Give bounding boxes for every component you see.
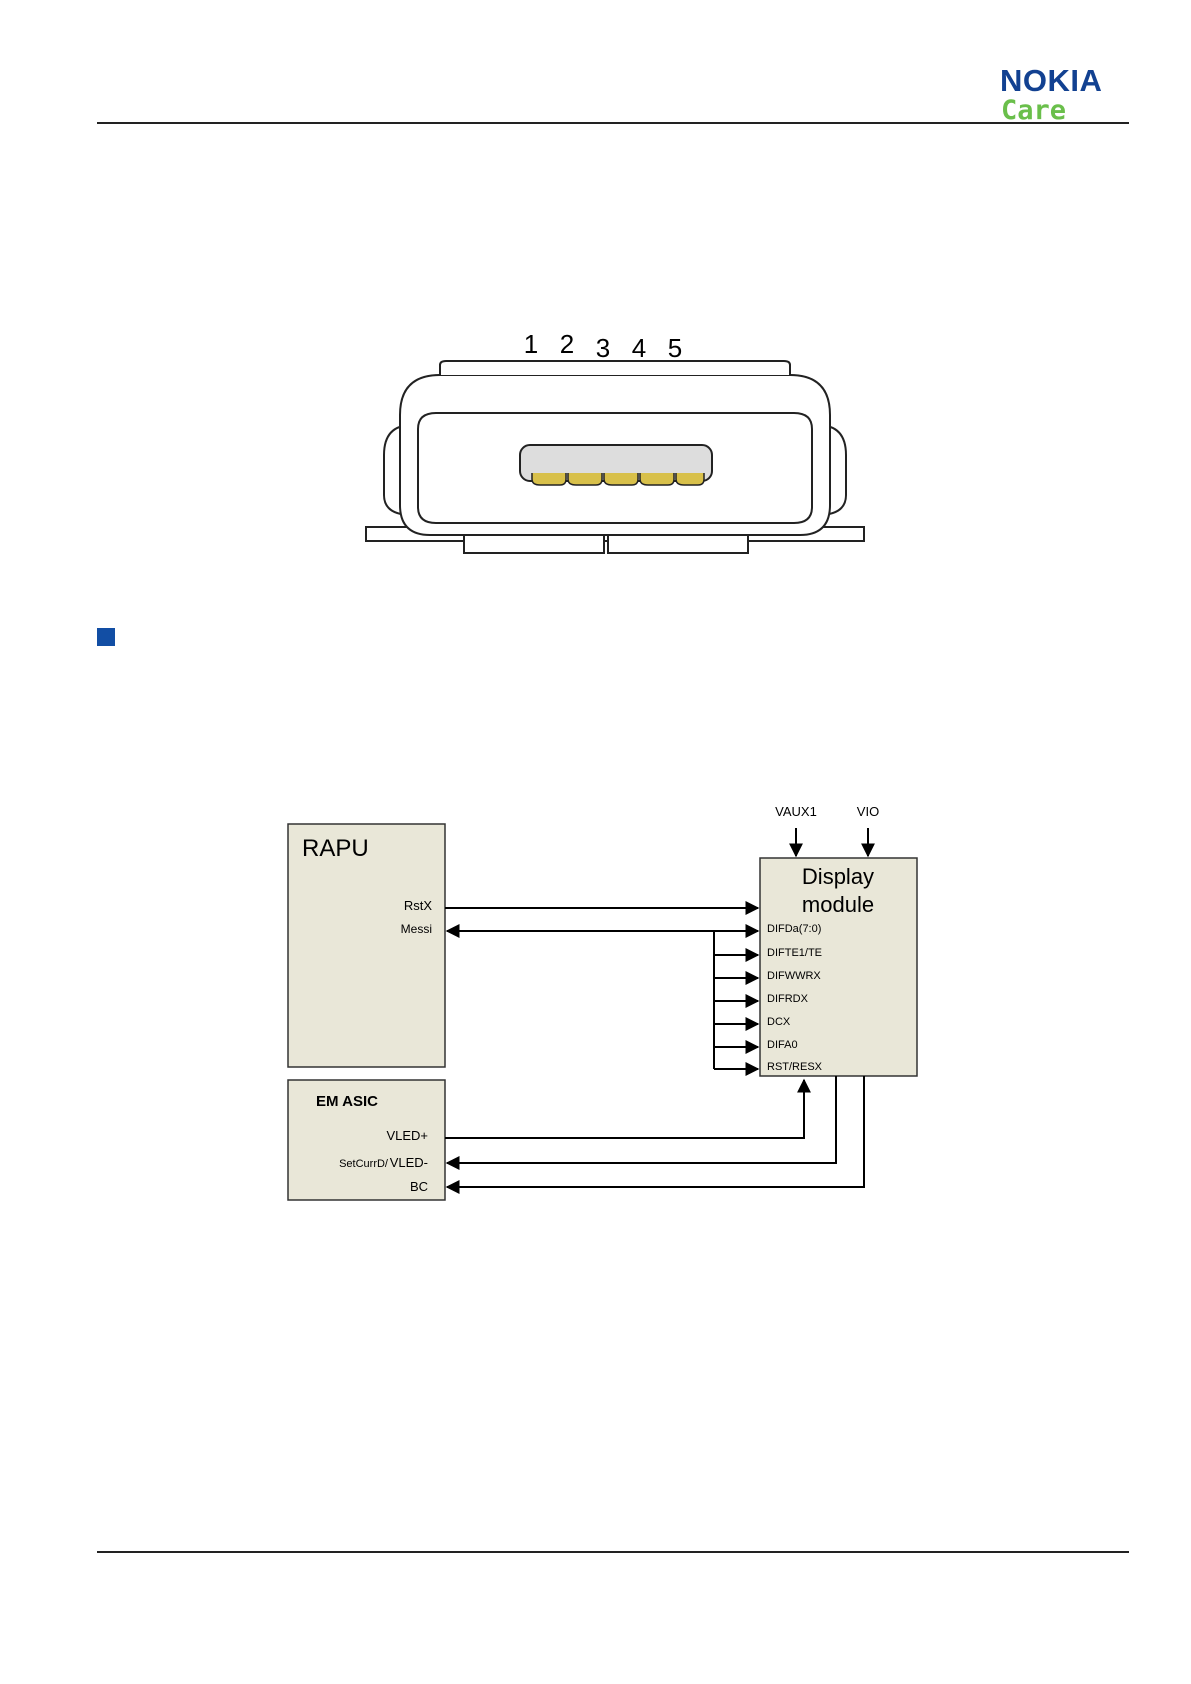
- display-pin-rst-resx: RST/RESX: [767, 1061, 823, 1073]
- pin-label-2: 2: [560, 329, 574, 359]
- connector-body: [366, 361, 864, 553]
- display-title-line2: module: [802, 892, 874, 917]
- supply-label-vio: VIO: [857, 804, 879, 819]
- display-interface-block-diagram: RAPU RstX Messi EM ASIC VLED+ SetCurrD/ …: [280, 800, 940, 1220]
- em-asic-block: EM ASIC VLED+ SetCurrD/ VLED- BC: [288, 1080, 445, 1200]
- em-asic-pin-vled-plus: VLED+: [386, 1128, 428, 1143]
- display-pin-difda: DIFDa(7:0): [767, 923, 821, 935]
- em-asic-pin-bc: BC: [410, 1179, 428, 1194]
- em-asic-title: EM ASIC: [316, 1093, 378, 1110]
- section-bullet: [97, 628, 115, 646]
- em-asic-pin-setcurrd: SetCurrD/: [339, 1158, 389, 1170]
- vled-minus-line: [447, 1076, 836, 1163]
- header-rule: [97, 122, 1129, 124]
- display-pin-difwwrx: DIFWWRX: [767, 970, 821, 982]
- rapu-pin-messi: Messi: [401, 922, 432, 936]
- pin-label-5: 5: [668, 333, 682, 363]
- display-pin-difa0: DIFA0: [767, 1039, 798, 1051]
- rapu-block: RAPU RstX Messi: [288, 824, 445, 1067]
- bc-line: [447, 1076, 864, 1187]
- display-pin-dcx: DCX: [767, 1016, 791, 1028]
- pin-label-1: 1: [524, 329, 538, 359]
- vled-plus-line: [445, 1080, 804, 1138]
- nokia-care-logo: NOKIA Care: [1000, 64, 1130, 128]
- pin-label-3: 3: [596, 333, 610, 363]
- brand-name: NOKIA: [1000, 64, 1102, 98]
- display-module-block: Display module DIFDa(7:0) DIFTE1/TE DIFW…: [760, 858, 917, 1076]
- footer-rule: [97, 1551, 1129, 1553]
- em-asic-pin-vled-minus: VLED-: [390, 1155, 428, 1170]
- supply-label-vaux1: VAUX1: [775, 804, 817, 819]
- display-pin-difte1: DIFTE1/TE: [767, 947, 822, 959]
- display-pin-difrdx: DIFRDX: [767, 993, 809, 1005]
- rapu-title: RAPU: [302, 835, 369, 862]
- pin-number-labels: 1 2 3 4 5: [524, 329, 682, 363]
- usb-connector-illustration: 1 2 3 4 5: [360, 325, 870, 565]
- rapu-pin-rstx: RstX: [404, 898, 433, 913]
- pin-label-4: 4: [632, 333, 646, 363]
- display-title-line1: Display: [802, 864, 874, 889]
- connector-contacts: [532, 473, 704, 485]
